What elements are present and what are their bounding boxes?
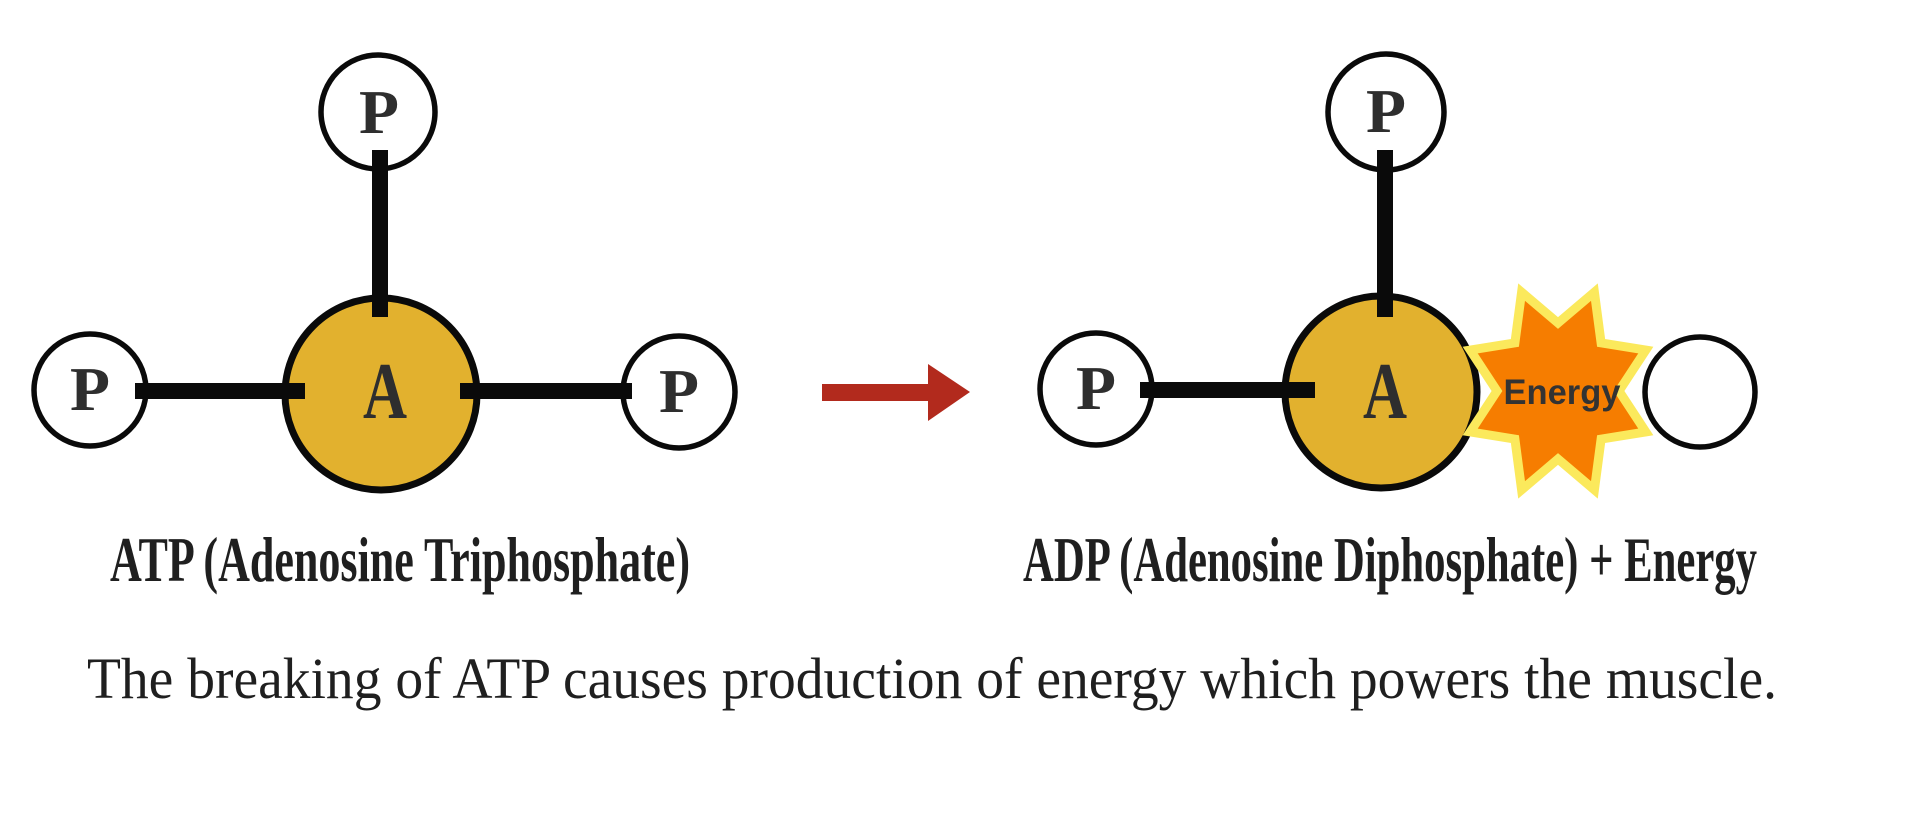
adp-bond-top bbox=[1377, 150, 1393, 317]
adp-phosphate-top-letter: P bbox=[1366, 78, 1406, 146]
adp-phosphate-right-circle bbox=[1642, 334, 1758, 450]
atp-adenosine-letter: A bbox=[363, 348, 407, 436]
energy-burst bbox=[1462, 283, 1654, 499]
reaction-arrow bbox=[822, 364, 970, 421]
adp-phosphate-left-letter: P bbox=[1076, 355, 1116, 423]
atp-phosphate-right-letter: P bbox=[659, 358, 699, 426]
adp-molecule: A P P Energy bbox=[1037, 51, 1758, 499]
atp-label: ATP (Adenosine Triphosphate) bbox=[110, 525, 690, 595]
footer-caption: The breaking of ATP causes production of… bbox=[87, 646, 1777, 711]
adp-adenosine-letter: A bbox=[1363, 348, 1407, 436]
atp-phosphate-top-letter: P bbox=[359, 79, 399, 147]
atp-molecule: A P P P bbox=[31, 52, 738, 494]
atp-bond-left bbox=[135, 383, 305, 399]
atp-phosphate-left-letter: P bbox=[70, 356, 110, 424]
energy-burst-label: Energy bbox=[1504, 373, 1622, 412]
atp-bond-right bbox=[460, 383, 632, 399]
atp-bond-top bbox=[372, 150, 388, 317]
adp-label: ADP (Adenosine Diphosphate) + Energy bbox=[1023, 525, 1757, 595]
adp-bond-left bbox=[1140, 382, 1315, 398]
